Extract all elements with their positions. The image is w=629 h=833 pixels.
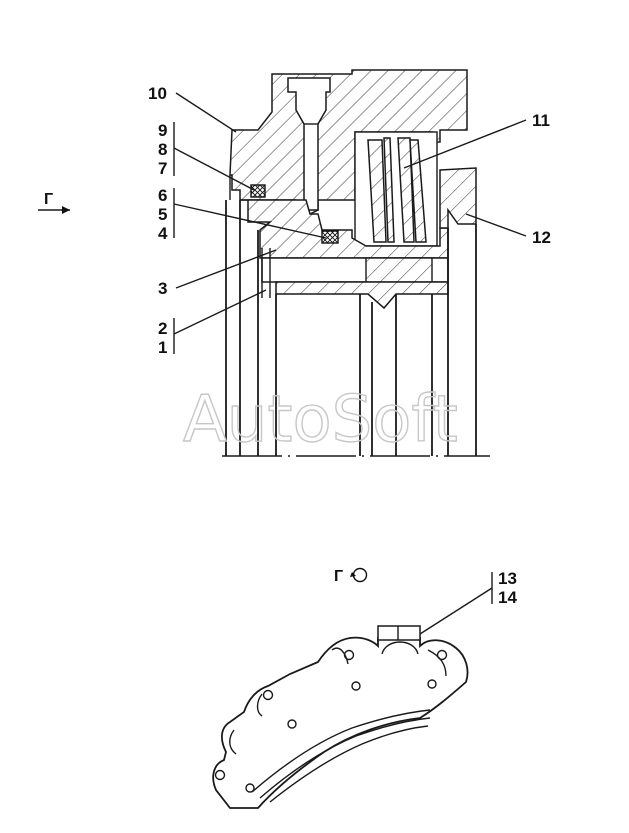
disc-springs xyxy=(367,137,427,243)
callout-1: 1 xyxy=(158,338,167,357)
callout-5: 5 xyxy=(158,205,167,224)
bolt-hole-icon xyxy=(427,679,437,689)
view-label-left: Г xyxy=(44,191,53,208)
bolt-hole-icon xyxy=(436,649,448,661)
callout-12: 12 xyxy=(532,228,551,247)
rotation-icon xyxy=(352,567,368,583)
bolt-hole-icon xyxy=(214,769,226,781)
callout-9: 9 xyxy=(158,121,167,140)
seal-ring-upper xyxy=(250,184,266,198)
section-view xyxy=(222,69,490,457)
segment-view xyxy=(212,625,469,809)
bolt-hole-icon xyxy=(287,719,297,729)
segment-lug xyxy=(377,625,421,641)
leader-lines xyxy=(173,92,527,635)
view-g-title: Г xyxy=(334,567,368,585)
bolt-hole xyxy=(287,77,331,211)
view-label-bottom: Г xyxy=(334,568,343,585)
piston-part xyxy=(247,199,449,259)
view-arrow: Г xyxy=(38,191,70,214)
bolt-hole-icon xyxy=(351,681,361,691)
callout-4: 4 xyxy=(158,224,168,243)
bolt-hole-icon xyxy=(343,649,355,661)
ring-part xyxy=(439,167,477,229)
callout-11: 11 xyxy=(532,111,550,130)
callout-6: 6 xyxy=(158,186,167,205)
callout-14: 14 xyxy=(498,588,517,607)
watermark: AutoSoft xyxy=(183,383,458,457)
callout-2: 2 xyxy=(158,319,167,338)
bolt-hole-icon xyxy=(262,689,274,701)
segment-outline xyxy=(212,636,469,809)
callout-10: 10 xyxy=(148,84,167,103)
bolt-hole-icon xyxy=(245,783,255,793)
callout-13: 13 xyxy=(498,569,517,588)
callout-8: 8 xyxy=(158,140,167,159)
callout-labels: 10 9 8 7 6 5 4 3 2 1 11 12 13 14 xyxy=(148,84,551,607)
callout-3: 3 xyxy=(158,279,167,298)
callout-7: 7 xyxy=(158,159,167,178)
